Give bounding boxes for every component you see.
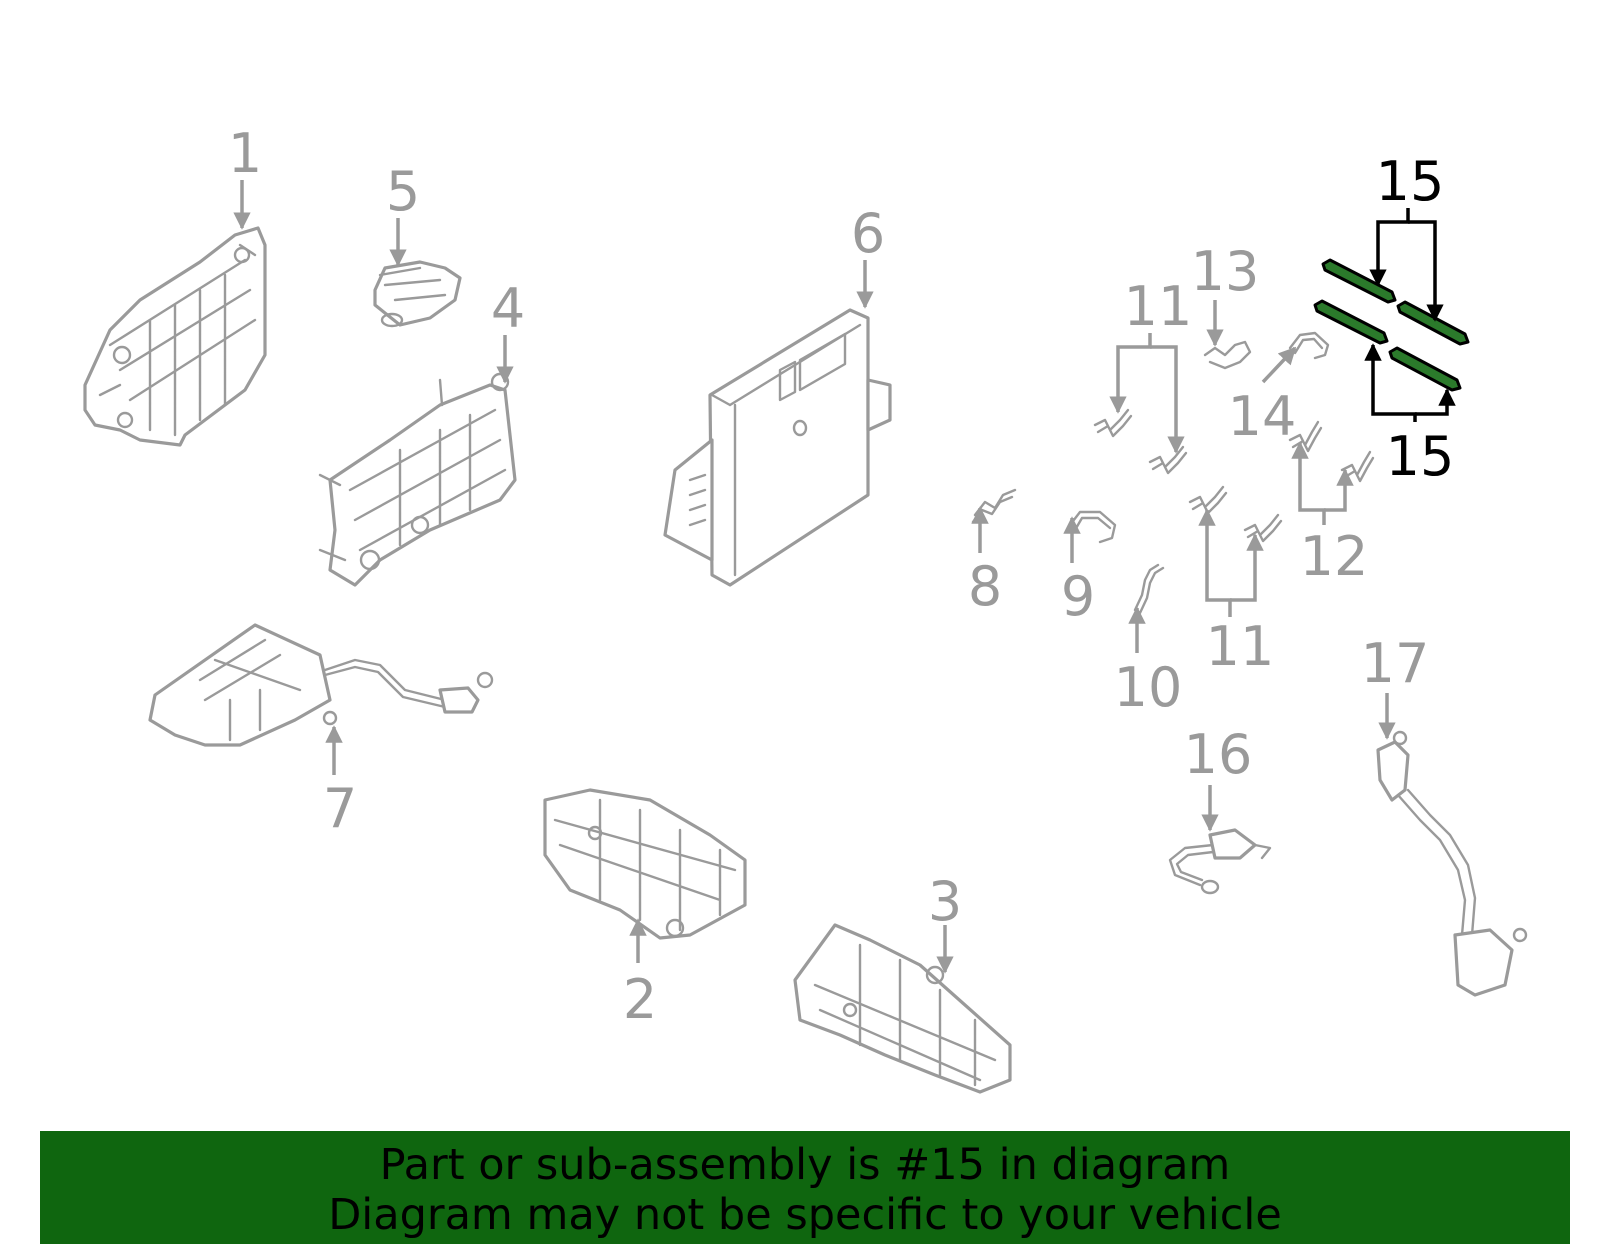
callout-17: 17 xyxy=(1361,632,1430,695)
callout-3: 3 xyxy=(928,870,962,933)
part-3-illustration[interactable] xyxy=(793,923,1012,1094)
callout-12: 12 xyxy=(1300,525,1369,588)
callout-15-top: 15 xyxy=(1376,150,1445,213)
part-15-illustrations[interactable] xyxy=(1313,258,1470,392)
callout-8: 8 xyxy=(968,555,1002,618)
callout-15-bottom: 15 xyxy=(1386,425,1455,488)
leader-lines xyxy=(233,180,1456,974)
callout-9: 9 xyxy=(1061,565,1095,628)
callout-11-bottom: 11 xyxy=(1206,615,1275,678)
part-1-illustration[interactable] xyxy=(83,226,267,447)
callout-1: 1 xyxy=(228,122,262,185)
part-13-illustration[interactable] xyxy=(1203,340,1252,370)
part-5-illustration[interactable] xyxy=(373,260,462,328)
callout-14: 14 xyxy=(1228,385,1297,448)
callout-5: 5 xyxy=(386,160,420,223)
info-banner: Part or sub-assembly is #15 in diagram D… xyxy=(40,1131,1570,1244)
callout-2: 2 xyxy=(623,968,657,1031)
part-12-illustrations[interactable] xyxy=(1288,420,1375,483)
part-4-illustration[interactable] xyxy=(318,372,517,587)
callout-4: 4 xyxy=(491,277,525,340)
part-2-illustration[interactable] xyxy=(543,788,747,940)
callout-7: 7 xyxy=(323,777,357,840)
banner-line-1: Part or sub-assembly is #15 in diagram xyxy=(379,1140,1231,1190)
callout-labels: 1 2 3 4 5 6 7 8 9 10 11 11 12 13 14 15 1… xyxy=(228,122,1455,1031)
callout-16: 16 xyxy=(1184,723,1253,786)
banner-line-2: Diagram may not be specific to your vehi… xyxy=(328,1190,1282,1240)
callout-10: 10 xyxy=(1114,656,1183,719)
callout-6: 6 xyxy=(851,202,885,265)
callout-11-top: 11 xyxy=(1124,275,1193,338)
part-14-illustration[interactable] xyxy=(1288,331,1330,360)
part-10-illustration[interactable] xyxy=(1133,563,1165,615)
part-17-illustration[interactable] xyxy=(1376,730,1528,997)
part-6-illustration[interactable] xyxy=(663,308,892,587)
part-9-illustration[interactable] xyxy=(1068,510,1117,544)
part-7-illustration[interactable] xyxy=(148,623,494,747)
callout-13: 13 xyxy=(1191,240,1260,303)
part-16-illustration[interactable] xyxy=(1168,828,1272,895)
